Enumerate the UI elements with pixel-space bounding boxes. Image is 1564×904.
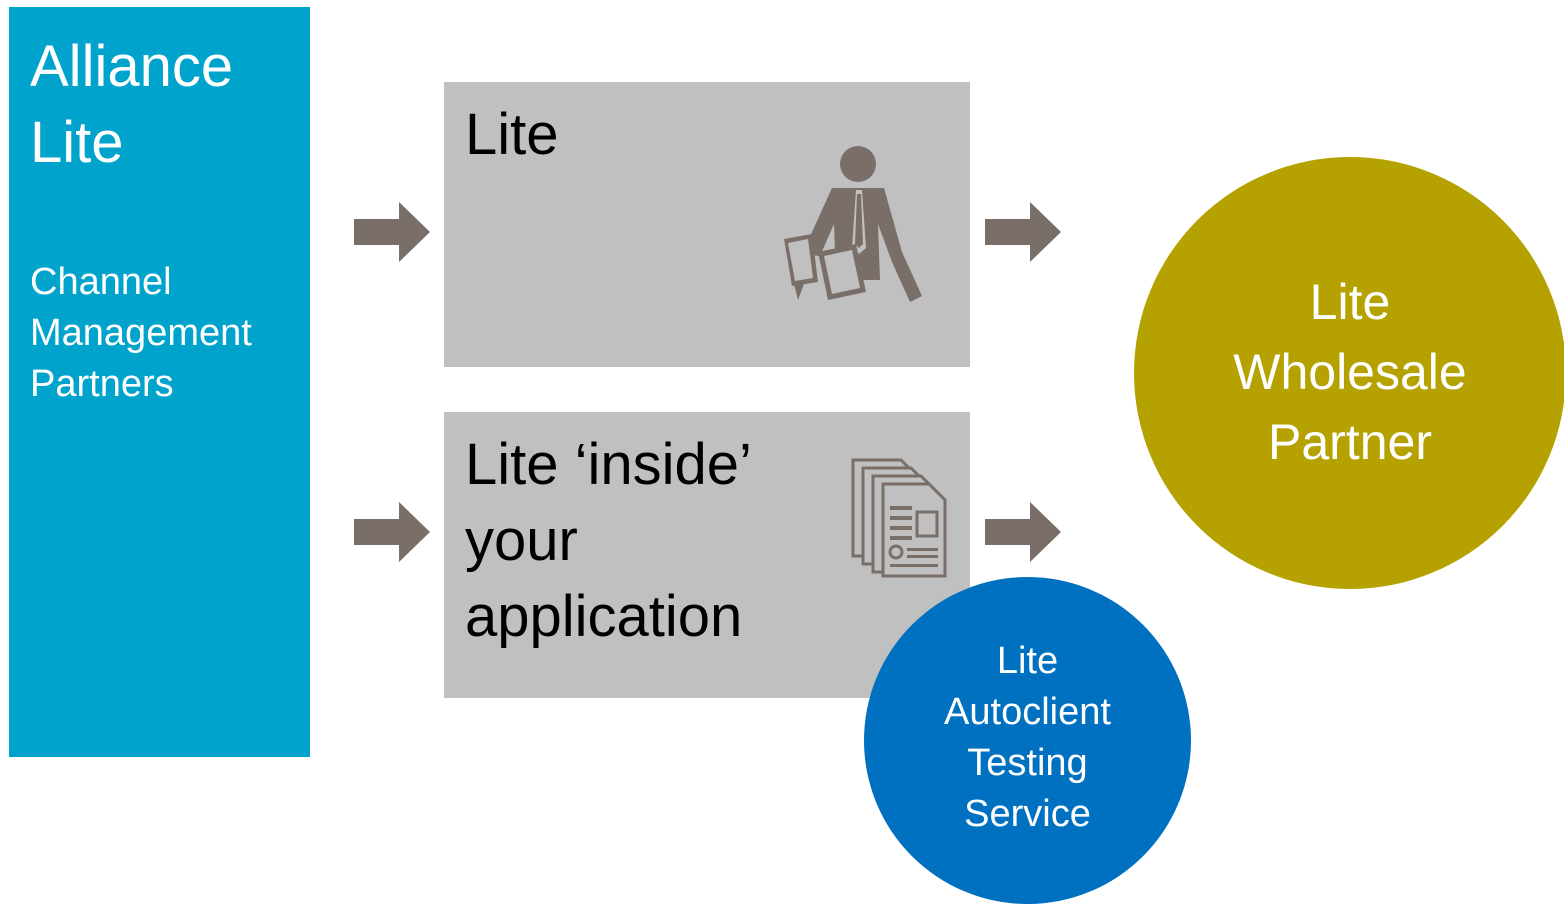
circle-line: Partner xyxy=(1268,414,1432,470)
channel-management-partners-label: Channel Management Partners xyxy=(30,257,252,410)
arrow-right-icon xyxy=(354,502,430,562)
subtitle-line: Partners xyxy=(30,363,174,405)
title-line: Lite xyxy=(30,110,124,175)
box-line: application xyxy=(465,584,743,649)
circle-line: Wholesale xyxy=(1233,344,1467,400)
lite-box: Lite xyxy=(444,82,970,367)
box-line: Lite xyxy=(465,102,559,167)
circle-line: Autoclient xyxy=(944,690,1111,733)
alliance-lite-title: Alliance Lite xyxy=(30,29,233,181)
lite-wholesale-partner-circle: Lite Wholesale Partner xyxy=(1134,157,1564,589)
lite-autoclient-testing-service-circle: Lite Autoclient Testing Service xyxy=(864,577,1191,904)
documents-stack-icon xyxy=(851,458,947,578)
box-line: Lite ‘inside’ xyxy=(465,432,752,497)
circle-line: Service xyxy=(964,792,1091,835)
box-line: your xyxy=(465,508,578,573)
circle-line: Lite xyxy=(996,639,1059,682)
alliance-lite-panel: Alliance Lite Channel Management Partner… xyxy=(9,7,310,757)
wholesale-partner-label: Lite Wholesale Partner xyxy=(1233,267,1466,477)
testing-service-label: Lite Autoclient Testing Service xyxy=(944,636,1111,840)
businessman-with-documents-icon xyxy=(784,146,922,302)
lite-inside-box-label: Lite ‘inside’ your application xyxy=(465,427,752,655)
subtitle-line: Channel xyxy=(30,261,172,303)
arrow-right-icon xyxy=(985,502,1061,562)
lite-box-label: Lite xyxy=(465,97,559,173)
arrow-right-icon xyxy=(354,202,430,262)
arrow-right-icon xyxy=(985,202,1061,262)
circle-line: Testing xyxy=(967,741,1088,784)
circle-line: Lite xyxy=(1309,274,1391,330)
subtitle-line: Management xyxy=(30,312,252,354)
title-line: Alliance xyxy=(30,34,234,99)
lite-inside-box: Lite ‘inside’ your application xyxy=(444,412,970,698)
